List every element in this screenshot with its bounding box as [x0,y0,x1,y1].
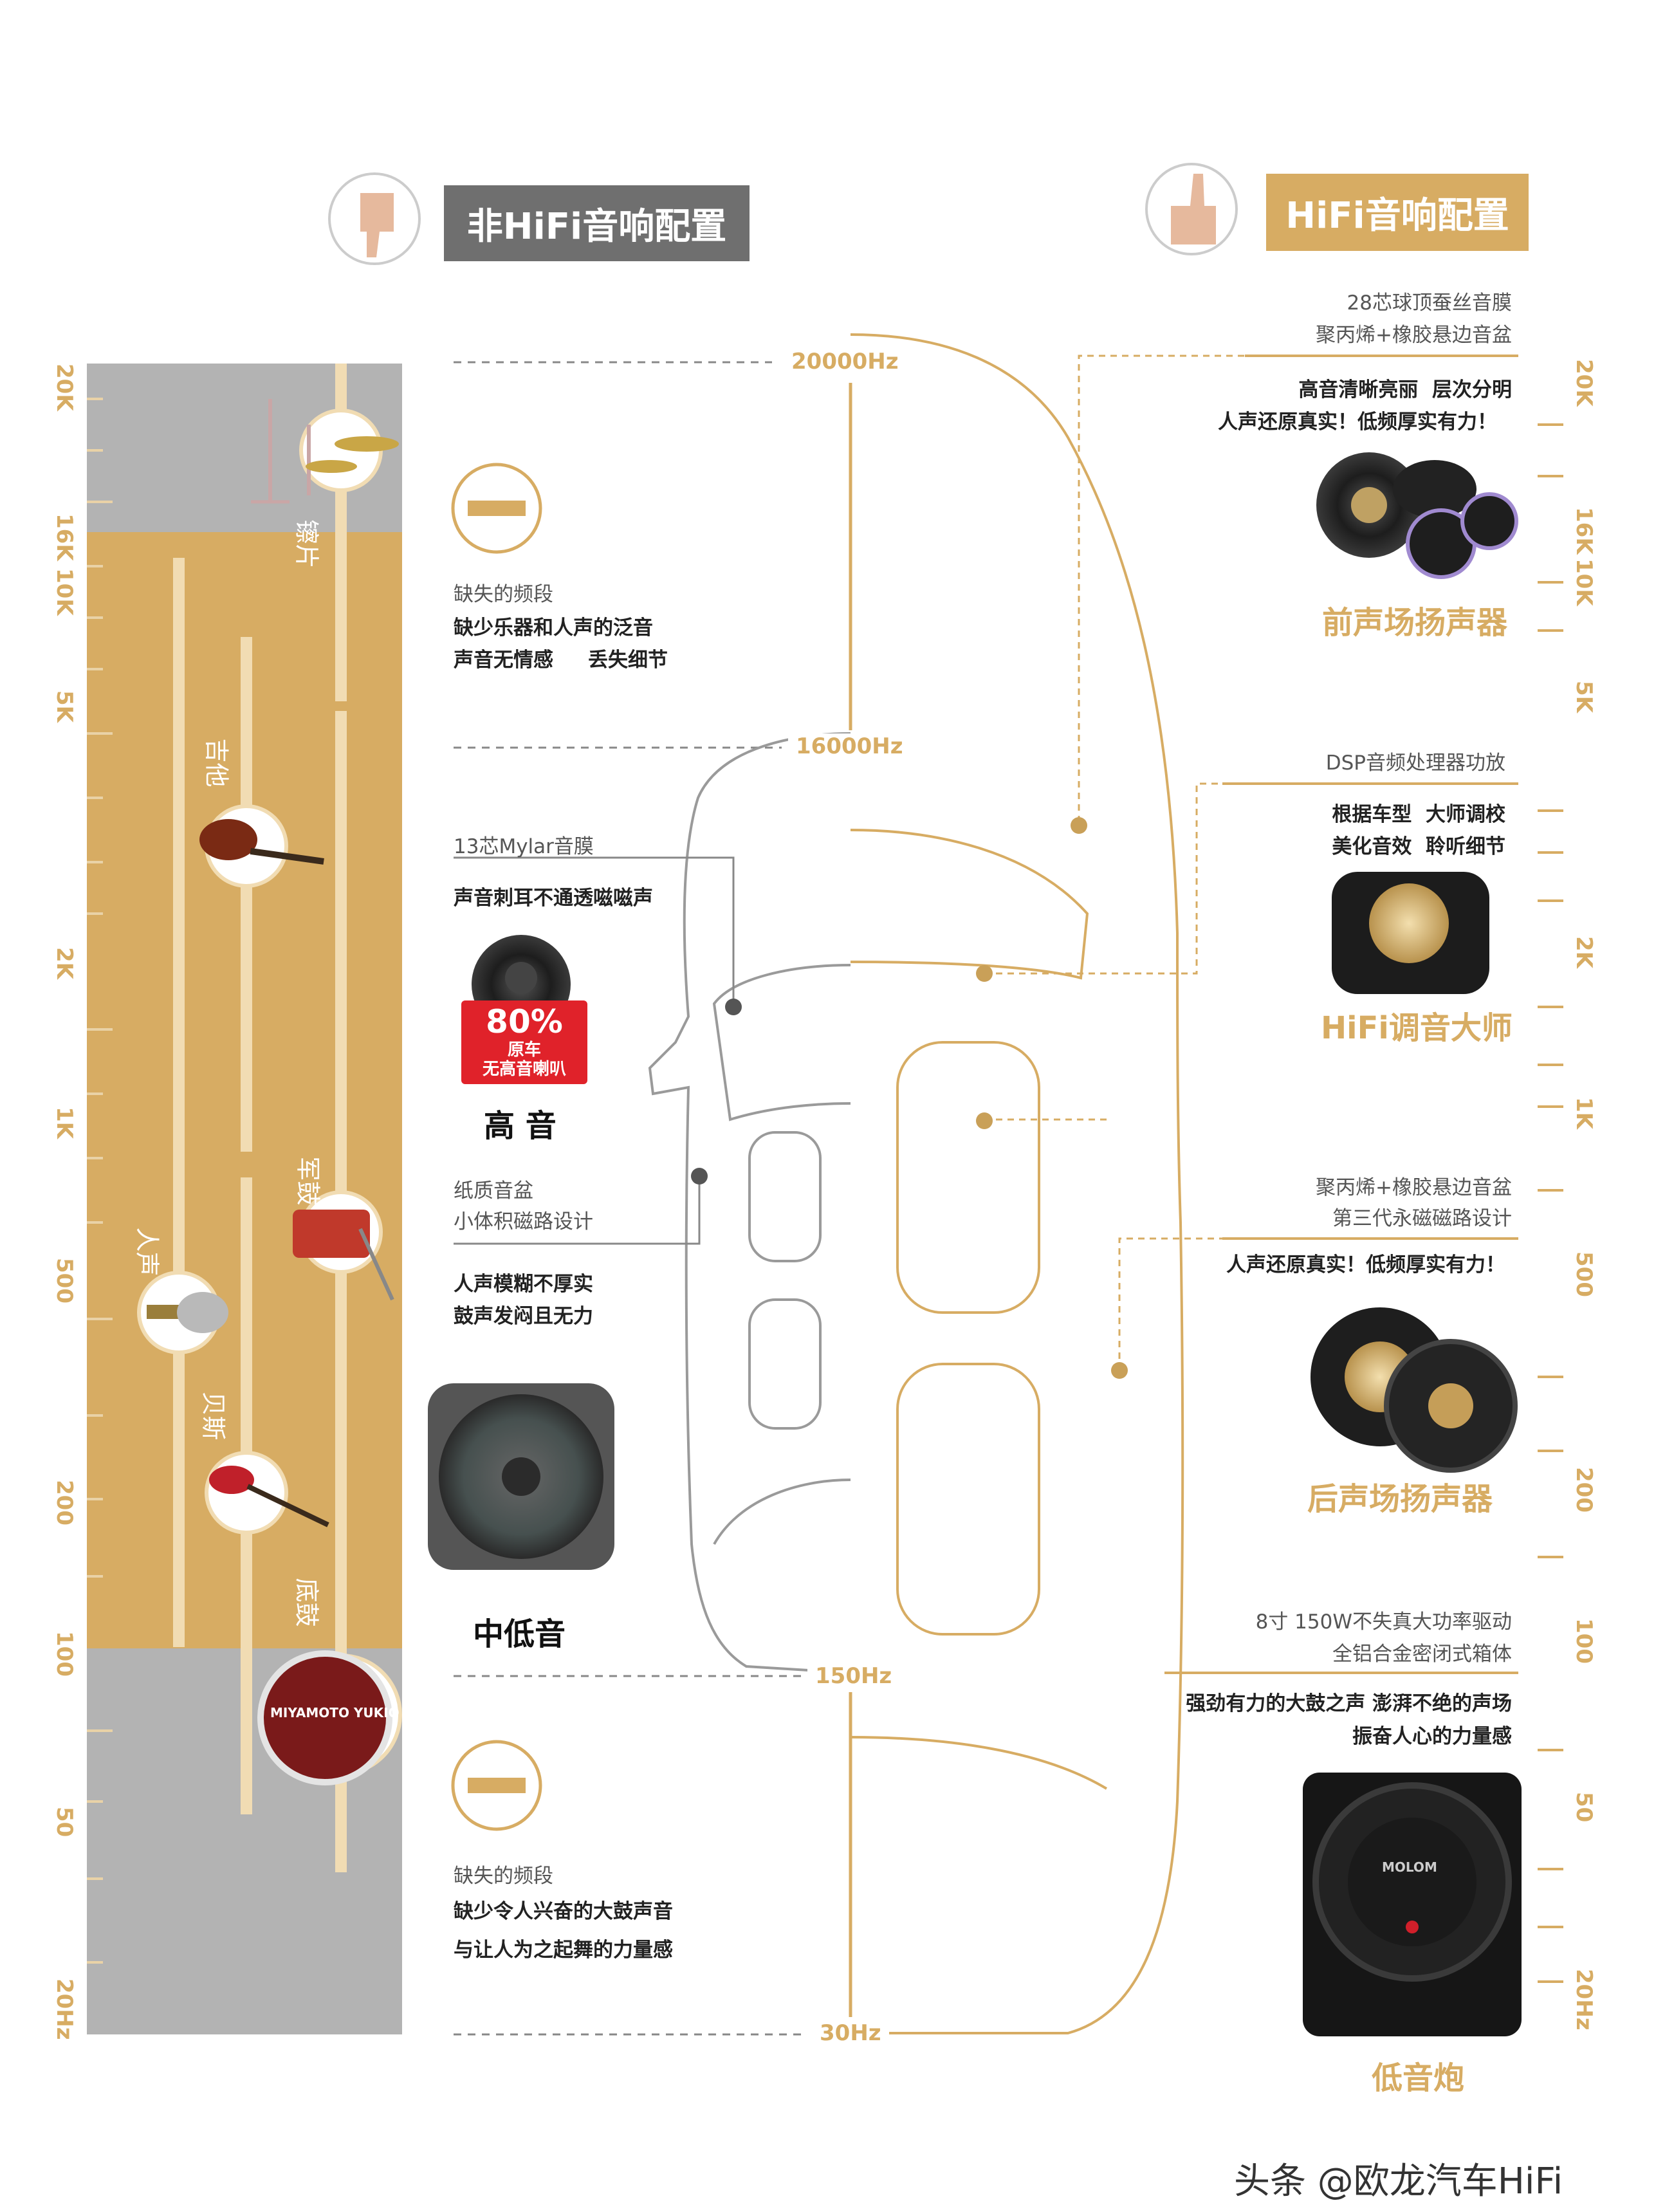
right-axis-label: 200 [1571,1467,1597,1513]
stock-badge-line1: 原车 [507,1040,541,1060]
freq-label-150hz: 150Hz [807,1663,900,1689]
rear-spec1: 聚丙烯+橡胶悬边音盆 [1316,1176,1512,1199]
front-speaker-image [1316,452,1518,579]
high-missing-line2: 声音无情感 丢失细节 [454,649,668,672]
sub-spec2: 全铝合金密闭式箱体 [1332,1643,1512,1666]
high-missing-line1: 缺少乐器和人声的泛音 [454,616,653,640]
tweeter-title: 高 音 [484,1108,556,1144]
sub-desc1: 强劲有力的大鼓之声 澎湃不绝的声场 [1186,1692,1512,1715]
sub-title: 低音炮 [1372,2060,1465,2096]
right-axis-label: 100 [1571,1618,1597,1664]
stock-badge-line2: 无高音喇叭 [482,1060,566,1079]
front-title: 前声场扬声器 [1322,605,1508,641]
rear-speaker-image [1311,1307,1518,1473]
right-axis-label: 20Hz [1571,1969,1597,2031]
front-spec1: 28芯球顶蚕丝音膜 [1347,291,1512,315]
instrument-label-kick: 底鼓 [292,1578,321,1627]
right-axis-label: 1K [1571,1097,1597,1130]
stock-midwoofer-image [428,1383,614,1570]
rear-title: 后声场扬声器 [1307,1481,1493,1517]
left-axis-label: 20K [51,364,77,411]
bass-guitar-icon [205,1451,329,1535]
snare-drum-icon [293,1190,394,1301]
right-axis-label: 10K [1571,558,1597,606]
dsp-desc1: 根据车型 大师调校 [1332,803,1505,826]
minus-icon-high [451,463,542,554]
midwoofer-spec1: 纸质音盆 [454,1179,533,1203]
stock-badge: 80% 原车 无高音喇叭 [461,1000,587,1084]
non-hifi-header: 非HiFi音响配置 [444,185,750,261]
minus-icon-low [451,1740,542,1831]
sub-brand: MOLOM [1382,1859,1437,1875]
dsp-title: HiFi调音大师 [1321,1010,1513,1046]
car-outline-right [850,333,1184,2034]
left-axis-label: 10K [51,568,77,616]
stock-badge-pct: 80% [486,1003,563,1040]
left-axis-label: 1K [51,1107,77,1139]
car-outline-left [648,732,851,1674]
kick-drum-brand: MIYAMOTO YUKIO [270,1705,400,1720]
right-axis-label: 2K [1571,936,1597,969]
midwoofer-desc1: 人声模糊不厚实 [454,1273,593,1296]
instrument-label-cymbal: 镲片 [292,519,321,569]
sub-desc2: 振奋人心的力量感 [1352,1725,1512,1748]
left-axis-label: 5K [51,690,77,723]
tweeter-spec: 13芯Mylar音膜 [454,835,594,858]
subwoofer-image [1303,1773,1522,2036]
low-missing-line1: 缺少令人兴奋的大鼓声音 [454,1900,673,1923]
freq-label-30hz: 30Hz [812,2020,889,2046]
right-axis-label: 20K [1571,359,1597,407]
right-axis-label: 500 [1571,1251,1597,1297]
thumbs-down-icon [328,172,421,265]
front-desc2: 人声还原真实！低频厚实有力！ [1218,410,1497,434]
tweeter-desc: 声音刺耳不通透嗞嗞声 [454,887,653,910]
right-axis-label: 5K [1571,681,1597,714]
kick-drum-icon [257,1650,402,1785]
right-axis-label: 16K [1571,507,1597,555]
instrument-label-vocal: 人声 [133,1227,161,1277]
high-missing-label: 缺失的频段 [454,583,553,606]
watermark: 头条 @欧龙汽车HiFi [1234,2161,1563,2202]
low-missing-label: 缺失的频段 [454,1865,553,1888]
dsp-desc2: 美化音效 聆听细节 [1332,835,1505,858]
sub-spec1: 8寸 150W不失真大功率驱动 [1255,1610,1512,1634]
microphone-icon [137,1271,228,1354]
right-axis-label: 50 [1571,1792,1597,1823]
instrument-label-bass: 贝斯 [199,1391,228,1441]
freq-label-20000hz: 20000Hz [784,349,906,374]
midwoofer-spec2: 小体积磁路设计 [454,1210,593,1233]
midwoofer-desc2: 鼓声发闷且无力 [454,1305,593,1328]
thumbs-up-icon [1145,163,1238,255]
front-desc1: 高音清晰亮丽 层次分明 [1298,378,1512,401]
midwoofer-title: 中低音 [473,1616,566,1652]
hifi-header: HiFi音响配置 [1266,174,1529,251]
dsp-spec: DSP音频处理器功放 [1325,751,1505,775]
rear-desc: 人声还原真实！低频厚实有力！ [1226,1253,1505,1277]
guitar-icon [199,804,324,888]
left-axis-label: 16K [51,513,77,561]
rear-spec2: 第三代永磁磁路设计 [1332,1207,1512,1230]
dsp-amplifier-image [1332,872,1489,994]
left-axis-label: 100 [51,1631,77,1677]
left-axis-label: 50 [51,1807,77,1838]
left-axis-label: 2K [51,947,77,980]
cymbal-icon [251,399,399,504]
left-axis-label: 200 [51,1480,77,1525]
low-missing-line2: 与让人为之起舞的力量感 [454,1939,673,1962]
front-spec2: 聚丙烯+橡胶悬边音盆 [1316,324,1512,347]
instrument-label-snare: 军鼓 [293,1156,322,1206]
instrument-label-guitar: 吉他 [202,738,231,788]
left-axis-label: 500 [51,1258,77,1304]
frequency-band-column [87,364,402,2034]
left-axis-label: 20Hz [51,1978,77,2040]
freq-label-16000hz: 16000Hz [788,733,911,759]
